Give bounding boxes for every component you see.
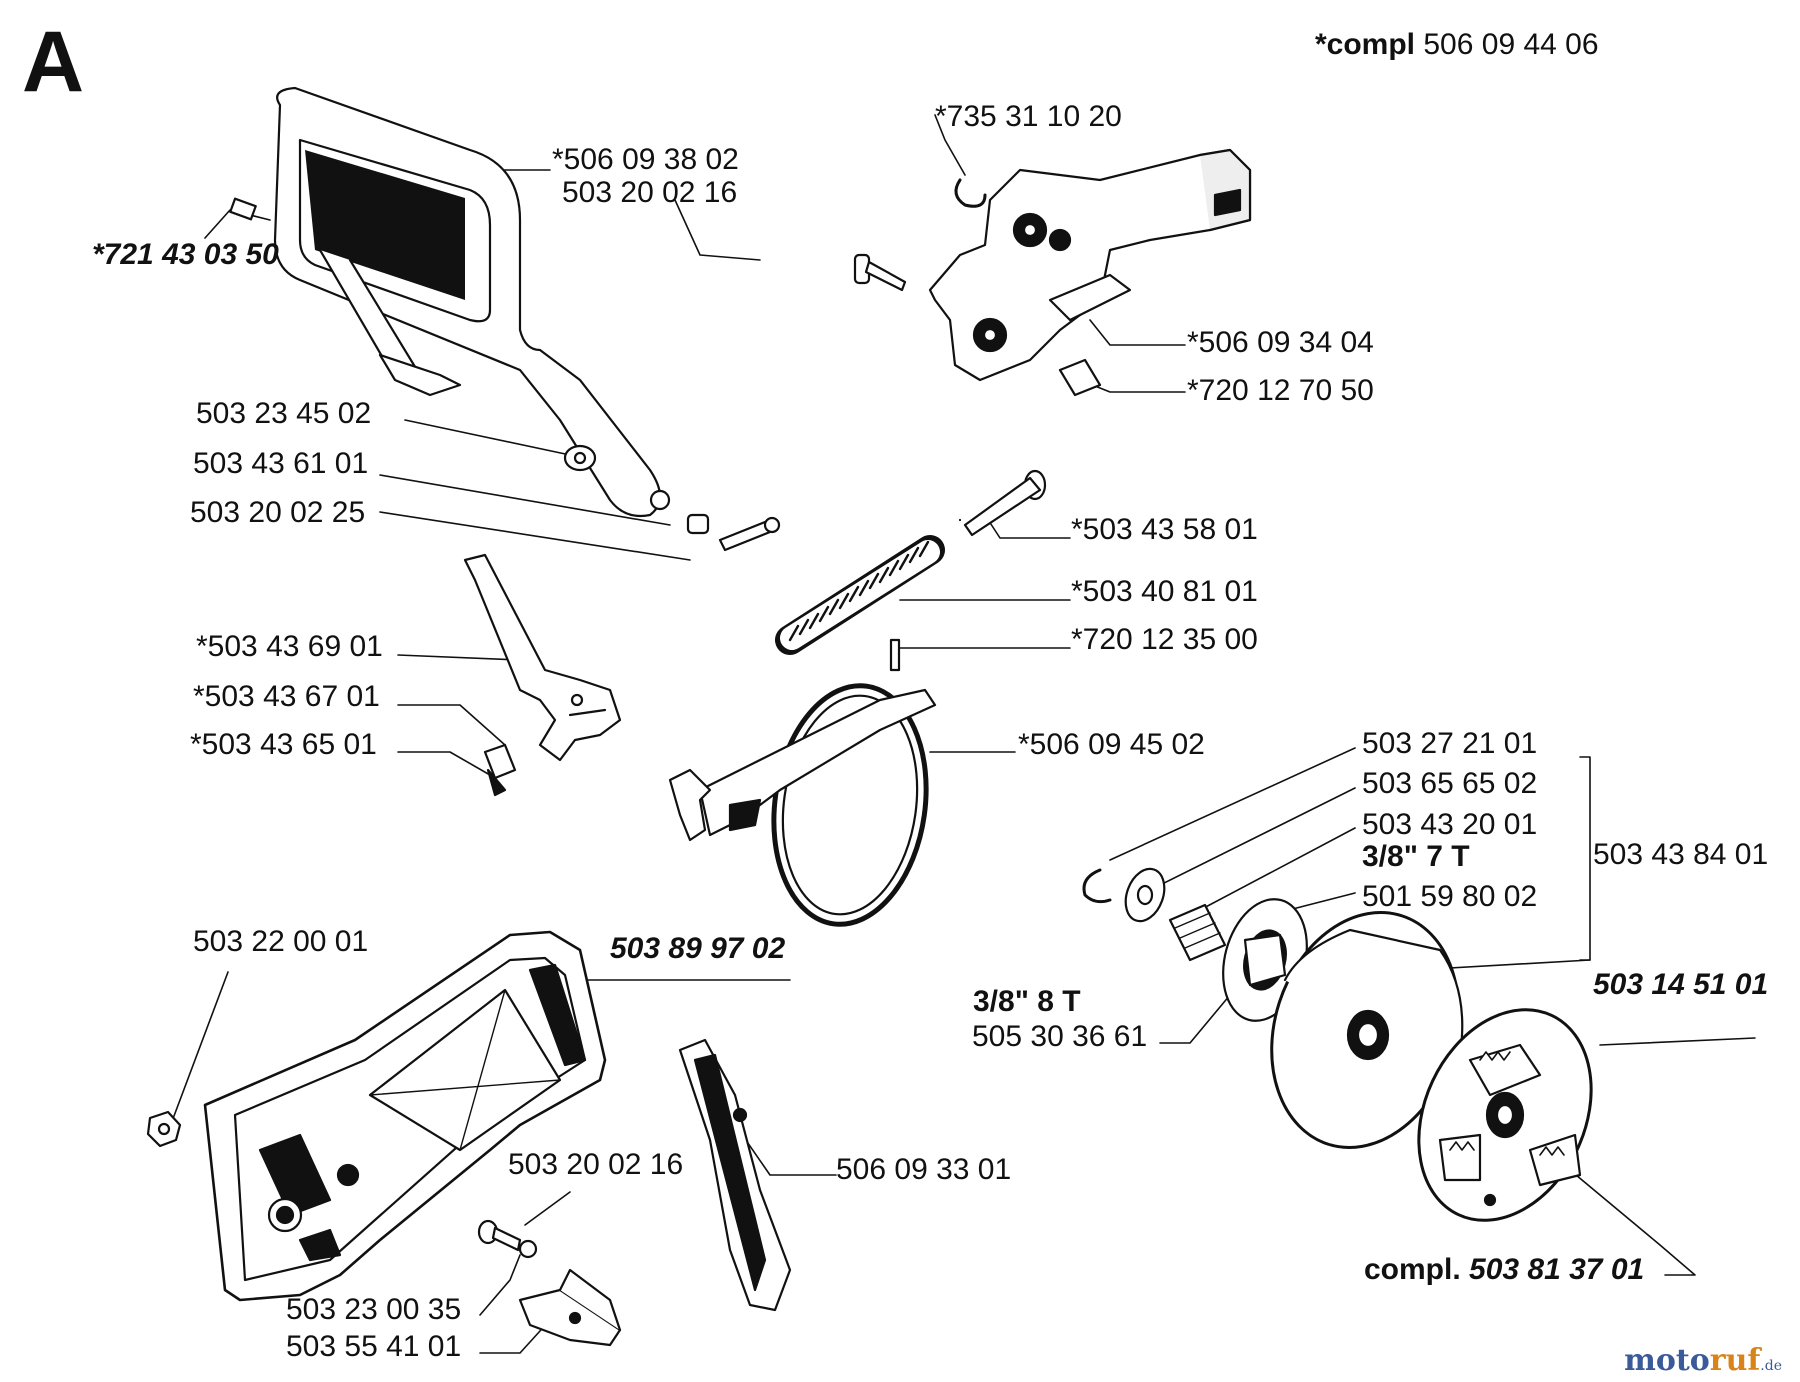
label-drum-assembly: 503 43 84 01 (1593, 838, 1769, 871)
pin-long (963, 469, 1047, 537)
small-parts (229, 197, 781, 552)
section-letter: A (22, 14, 85, 110)
label-handle-screw: 503 20 02 16 (562, 176, 738, 209)
label-bearing: 503 43 20 01 (1362, 808, 1538, 841)
label-clutch: 503 14 51 01 (1593, 968, 1769, 1001)
brake-band (668, 683, 937, 927)
brake-lever (463, 553, 622, 797)
label-pin-long: *503 43 58 01 (1071, 513, 1258, 546)
header-prefix: *compl (1315, 28, 1416, 61)
label-pitch-b: 3/8" 8 T (973, 985, 1081, 1018)
label-chain-brake-handle: *506 09 38 02 (552, 143, 739, 176)
label-lever-pin: *503 43 65 01 (190, 728, 377, 761)
clutch-cover (146, 930, 607, 1302)
label-bushing: 503 43 61 01 (193, 447, 369, 480)
label-clutch-cover: 503 89 97 02 (610, 932, 786, 965)
label-pitch-a: 3/8" 7 T (1362, 840, 1470, 873)
label-guard-plate: 506 09 33 01 (836, 1153, 1012, 1186)
watermark-part2: ruf (1709, 1343, 1761, 1378)
label-washer-b: 503 65 65 02 (1362, 767, 1538, 800)
label-brake-housing: *506 09 34 04 (1187, 326, 1374, 359)
chain-brake-handle (273, 86, 671, 518)
label-cover-screw: 503 20 02 16 (508, 1148, 684, 1181)
label-rim-sprocket: 501 59 80 02 (1362, 880, 1538, 913)
label-brake-band: *506 09 45 02 (1018, 728, 1205, 761)
label-screw-small: 503 20 02 25 (190, 496, 366, 529)
clutch-compl-number: 503 81 37 01 (1469, 1253, 1645, 1286)
screw-catcher (477, 1219, 622, 1347)
label-spring-long: *503 40 81 01 (1071, 575, 1258, 608)
watermark-part3: .de (1760, 1358, 1782, 1374)
label-circlip: 503 27 21 01 (1362, 727, 1538, 760)
label-screw-c: 503 23 00 35 (286, 1293, 462, 1326)
label-washer-a: 503 23 45 02 (196, 397, 372, 430)
pin-small (889, 638, 901, 672)
guard-plate (678, 1038, 792, 1312)
watermark: motoruf.de (1624, 1343, 1782, 1378)
label-catcher: 503 55 41 01 (286, 1330, 462, 1363)
label-lever-spring: *503 43 67 01 (193, 680, 380, 713)
label-lever: *503 43 69 01 (196, 630, 383, 663)
clutch-compl-prefix: compl. (1364, 1253, 1461, 1286)
brake-housing (853, 148, 1252, 522)
watermark-part1: moto (1624, 1343, 1710, 1378)
header-number: 506 09 44 06 (1423, 28, 1599, 61)
label-pin-top-left: *721 43 03 50 (92, 238, 279, 271)
label-nut: 503 22 00 01 (193, 925, 369, 958)
label-spur-sprocket: 505 30 36 61 (972, 1020, 1148, 1053)
spring (775, 535, 945, 655)
label-sleeve-top: *720 12 70 50 (1187, 374, 1374, 407)
label-clutch-compl: compl. 503 81 37 01 (1364, 1253, 1644, 1287)
label-pin-small: *720 12 35 00 (1071, 623, 1258, 656)
leader-lines (164, 114, 1756, 1354)
clutch-drum-parts (1082, 867, 1593, 1222)
assembly-header: *compl 506 09 44 06 (1315, 28, 1599, 62)
label-circlip-top: *735 31 10 20 (935, 100, 1122, 133)
